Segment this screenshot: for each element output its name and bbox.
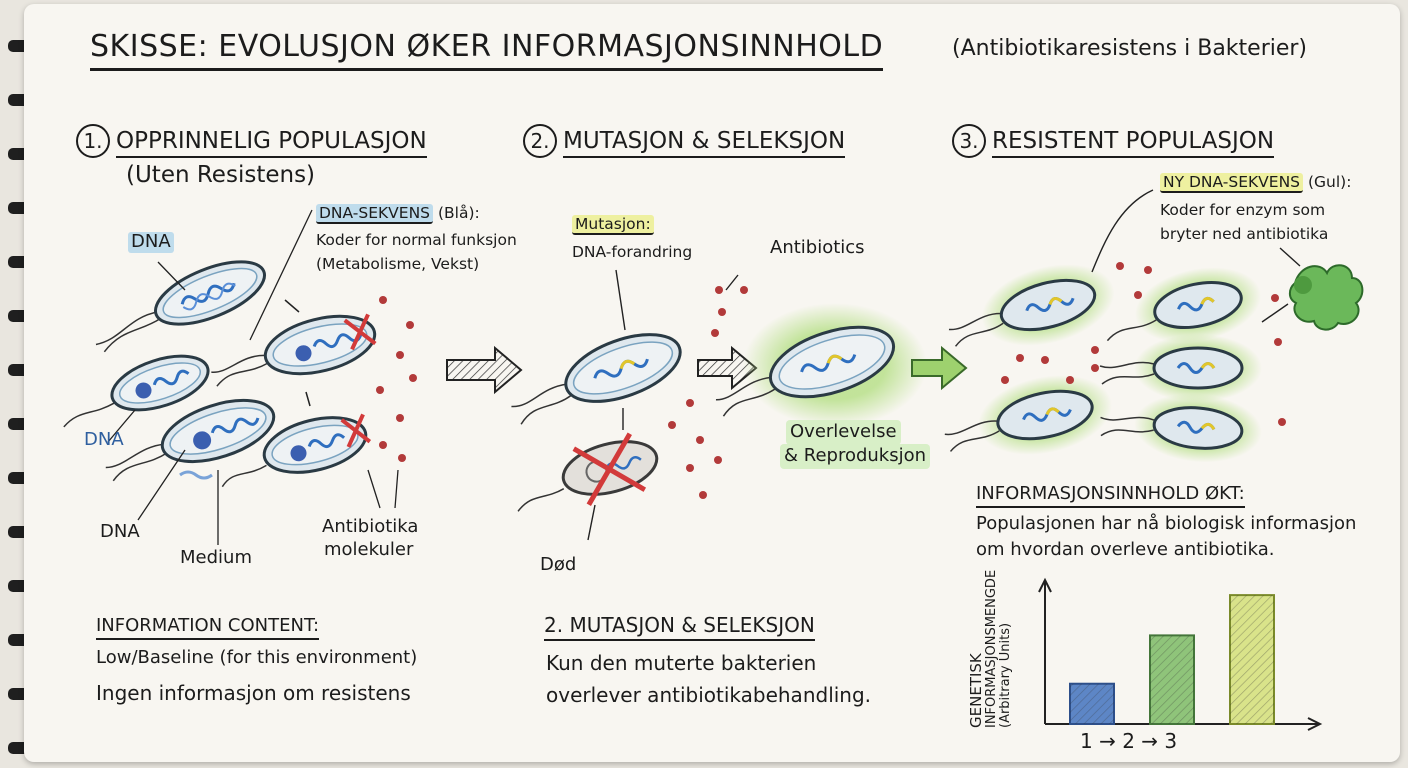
antibiotika-label-2: molekuler	[324, 539, 414, 560]
dna-sequence-desc-2: (Metabolisme, Vekst)	[316, 255, 480, 273]
mutation-desc: DNA-forandring	[572, 243, 693, 261]
info-content-line-1: Low/Baseline (for this environment)	[96, 647, 418, 668]
bar-hatching	[1070, 683, 1114, 724]
resistant-population	[944, 264, 1262, 463]
survival-label-2: & Reproduksjon	[780, 444, 931, 469]
info-content-heading: INFORMATION CONTENT:	[96, 615, 320, 640]
bar-chart	[1038, 577, 1323, 731]
panel2-heading: 2.MUTASJON & SELEKSJON	[523, 124, 846, 158]
new-dna-desc-2: bryter ned antibiotika	[1160, 225, 1329, 243]
dna-label-top: DNA	[128, 231, 174, 253]
step-number: 1.	[76, 124, 110, 158]
dna-sequence-desc-1: Koder for normal funksjon	[316, 231, 517, 249]
dna-sequence-title: DNA-SEKVENS (Blå):	[316, 204, 480, 224]
process-arrow	[911, 345, 968, 391]
step-number: 2.	[523, 124, 557, 158]
step-number: 3.	[952, 124, 986, 158]
summary-line-2: overlever antibiotikabehandling.	[546, 683, 872, 707]
dna-label-left: DNA	[84, 429, 124, 450]
summary-heading: 2. MUTASJON & SELEKSJON	[544, 613, 815, 641]
y-axis-label: GENETISK INFORMASJONSMENGDE (Arbitrary U…	[967, 569, 1013, 728]
survival-label-1: Overlevelse	[786, 420, 901, 445]
panel3-heading: 3.RESISTENT POPULASJON	[952, 124, 1275, 158]
bacterium	[105, 398, 276, 482]
bacterium	[95, 260, 267, 353]
bacterium	[221, 413, 372, 488]
antibiotics-label: Antibiotics	[770, 237, 865, 258]
info-increased-line-1: Populasjonen har nå biologisk informasjo…	[976, 513, 1357, 534]
info-content-line-2: Ingen informasjon om resistens	[96, 681, 411, 705]
info-increased-line-2: om hvordan overleve antibiotika.	[976, 539, 1275, 560]
new-dna-title: NY DNA-SEKVENS (Gul):	[1160, 173, 1351, 193]
page-title: SKISSE: EVOLUSJON ØKER INFORMASJONSINNHO…	[90, 29, 884, 71]
new-dna-desc-1: Koder for enzym som	[1160, 201, 1326, 219]
antibiotic-molecules	[376, 296, 417, 462]
panel1-subheading: (Uten Resistens)	[126, 162, 316, 188]
process-arrow	[446, 345, 523, 395]
dead-label: Død	[540, 554, 577, 575]
medium-label: Medium	[180, 547, 252, 568]
panel1-heading: 1.OPPRINNELIG POPULASJON	[76, 124, 427, 158]
dead-bacterium	[517, 432, 659, 512]
summary-line-1: Kun den muterte bakterien	[546, 651, 817, 675]
bacterium	[211, 313, 377, 387]
bacterium	[63, 354, 210, 428]
antibiotika-label-1: Antibiotika	[322, 516, 419, 537]
enzyme-icon	[1288, 264, 1364, 331]
page-subtitle: (Antibiotikaresistens i Bakterier)	[952, 36, 1308, 61]
surviving-bacterium	[715, 325, 896, 417]
bar-hatching	[1230, 595, 1274, 724]
dna-label-bottom: DNA	[100, 521, 140, 542]
x-axis-label: 1 → 2 → 3	[1080, 729, 1178, 753]
process-arrow	[697, 345, 758, 391]
info-increased-heading: INFORMASJONSINNHOLD ØKT:	[976, 483, 1245, 508]
bacterium	[511, 333, 682, 425]
mutation-title: Mutasjon:	[572, 215, 654, 235]
bar-hatching	[1150, 635, 1194, 724]
